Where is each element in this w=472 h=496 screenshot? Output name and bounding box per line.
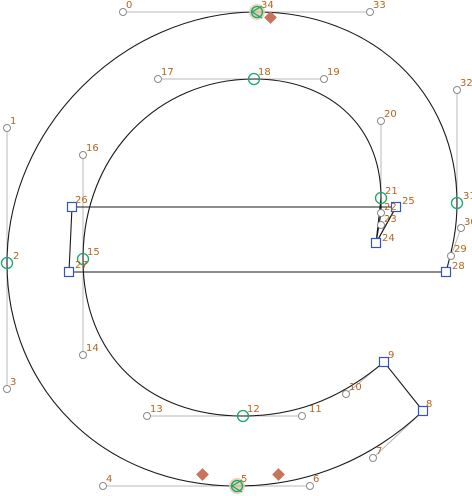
point-label: 32	[460, 78, 472, 89]
point-label: 19	[327, 67, 340, 78]
smooth-point-21[interactable]	[374, 191, 388, 205]
offcurve-point-30[interactable]	[457, 224, 465, 232]
glyph-outline-outer	[6, 11, 458, 487]
point-label: 10	[349, 382, 362, 393]
offcurve-point-3[interactable]	[3, 385, 11, 393]
point-label: 23	[384, 214, 397, 225]
offcurve-point-4[interactable]	[99, 482, 107, 490]
offcurve-point-17[interactable]	[154, 75, 162, 83]
point-label: 30	[464, 217, 472, 228]
point-label: 21	[385, 186, 398, 197]
point-label: 16	[86, 143, 99, 154]
smooth-point-18[interactable]	[247, 72, 261, 86]
offcurve-point-16[interactable]	[79, 151, 87, 159]
offcurve-point-13[interactable]	[143, 412, 151, 420]
handle-line	[450, 227, 462, 257]
point-label: 28	[452, 261, 465, 272]
offcurve-point-22[interactable]	[377, 209, 385, 217]
offcurve-point-32[interactable]	[453, 86, 461, 94]
smooth-point-15[interactable]	[76, 252, 90, 266]
point-label: 18	[258, 67, 271, 78]
point-label: 34	[261, 0, 274, 11]
point-label: 17	[161, 67, 174, 78]
offcurve-point-20[interactable]	[377, 117, 385, 125]
point-label: 12	[247, 404, 260, 415]
point-label: 0	[126, 0, 132, 11]
start-direction-arrow	[230, 479, 243, 493]
offcurve-point-29[interactable]	[447, 252, 455, 260]
point-label: 31	[463, 191, 472, 202]
start-direction-arrow	[250, 5, 263, 19]
point-label: 15	[87, 247, 100, 258]
point-label: 25	[402, 196, 415, 207]
corner-point-28[interactable]	[440, 266, 452, 278]
anchor-diamond[interactable]	[196, 468, 209, 481]
point-label: 14	[86, 343, 99, 354]
corner-point-25[interactable]	[390, 201, 402, 213]
point-label: 2	[13, 251, 19, 262]
corner-point-27[interactable]	[63, 266, 75, 278]
smooth-point-31[interactable]	[450, 196, 464, 210]
offcurve-point-1[interactable]	[3, 124, 11, 132]
point-label: 3	[10, 377, 16, 388]
offcurve-point-11[interactable]	[298, 412, 306, 420]
point-label: 33	[373, 0, 386, 11]
points-layer	[0, 5, 465, 493]
corner-point-9[interactable]	[378, 356, 390, 368]
anchor-diamond[interactable]	[264, 11, 277, 24]
smooth-point-2[interactable]	[0, 256, 14, 270]
point-label: 24	[382, 233, 395, 244]
point-label: 20	[384, 109, 397, 120]
corner-point-8[interactable]	[417, 405, 429, 417]
point-label: 4	[106, 474, 112, 485]
offcurve-point-23[interactable]	[377, 221, 385, 229]
point-label: 6	[313, 474, 319, 485]
point-label: 8	[426, 399, 432, 410]
point-label: 27	[75, 260, 88, 271]
offcurve-point-10[interactable]	[342, 390, 350, 398]
anchors	[196, 11, 285, 481]
point-label: 13	[150, 404, 163, 415]
point-label: 5	[241, 474, 247, 485]
smooth-point-12[interactable]	[236, 409, 250, 423]
offcurve-point-0[interactable]	[119, 8, 127, 16]
offcurve-point-33[interactable]	[366, 8, 374, 16]
point-label: 26	[75, 195, 88, 206]
corner-point-26[interactable]	[66, 201, 78, 213]
handle-lines	[6, 11, 462, 487]
point-label: 22	[384, 202, 397, 213]
offcurve-point-14[interactable]	[79, 351, 87, 359]
offcurve-point-7[interactable]	[369, 454, 377, 462]
point-label: 7	[376, 446, 382, 457]
offcurve-point-6[interactable]	[306, 482, 314, 490]
corner-point-24[interactable]	[370, 237, 382, 249]
point-label: 29	[454, 244, 467, 255]
point-label: 11	[309, 404, 322, 415]
point-label: 1	[10, 116, 16, 127]
anchor-diamond[interactable]	[272, 468, 285, 481]
point-label: 9	[388, 350, 394, 361]
offcurve-point-19[interactable]	[320, 75, 328, 83]
